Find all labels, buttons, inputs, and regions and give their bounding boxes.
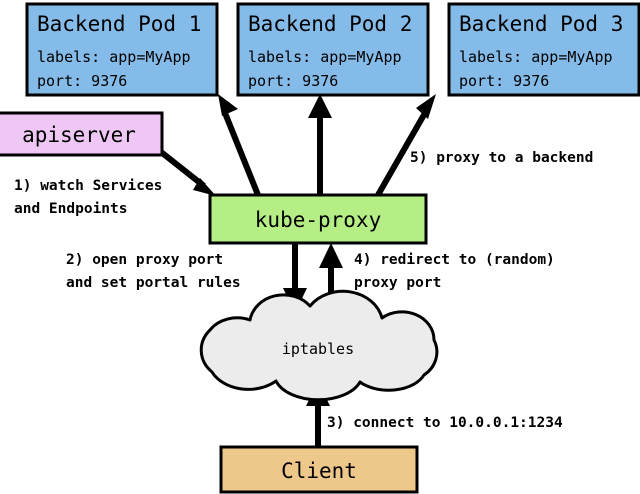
- arrow-apiserver-to-kubeproxy: [159, 149, 216, 196]
- pod-2-port: port: 9376: [248, 72, 338, 90]
- kube-proxy-box: [208, 193, 428, 245]
- pod-1-labels: labels: app=MyApp: [37, 48, 191, 66]
- pod-3-box: [447, 2, 640, 97]
- apiserver-box: [0, 111, 164, 157]
- step-1-line-1: 1) watch Services: [14, 178, 162, 194]
- pod-3-port: port: 9376: [459, 72, 549, 90]
- backend-pod-1: Backend Pod 1 labels: app=MyApp port: 93…: [25, 2, 219, 97]
- pod-2-labels: labels: app=MyApp: [248, 48, 402, 66]
- apiserver-node: apiserver: [0, 111, 164, 157]
- pod-1-port: port: 9376: [37, 72, 127, 90]
- pod-3-title: Backend Pod 3: [459, 12, 623, 36]
- iptables-label: iptables: [282, 340, 354, 358]
- step-3-label: 3) connect to 10.0.0.1:1234: [327, 415, 563, 431]
- apiserver-label: apiserver: [22, 123, 136, 147]
- arrow-kubeproxy-to-pod1: [218, 94, 261, 197]
- step-4-line-1: 4) redirect to (random): [354, 252, 555, 268]
- pod-3-labels: labels: app=MyApp: [459, 48, 613, 66]
- client-node: Client: [219, 445, 419, 494]
- step-1-line-2: and Endpoints: [14, 201, 128, 217]
- kube-proxy-label: kube-proxy: [255, 208, 381, 232]
- client-box: [219, 445, 419, 494]
- step-2-line-1: 2) open proxy port: [66, 252, 223, 268]
- pod-2-box: [236, 2, 430, 97]
- step-2-line-2: and set portal rules: [66, 275, 241, 291]
- step-4-line-2: proxy port: [354, 275, 441, 291]
- client-label: Client: [281, 459, 357, 483]
- step-3-line-1: 3) connect to 10.0.0.1:1234: [327, 415, 563, 431]
- backend-pod-2: Backend Pod 2 labels: app=MyApp port: 93…: [236, 2, 430, 97]
- step-1-label: 1) watch Services and Endpoints: [14, 178, 162, 217]
- step-5-line-1: 5) proxy to a backend: [410, 150, 593, 166]
- pod-1-box: [25, 2, 219, 97]
- kube-proxy-node: kube-proxy: [208, 193, 428, 245]
- step-2-label: 2) open proxy port and set portal rules: [66, 252, 241, 291]
- backend-pod-3: Backend Pod 3 labels: app=MyApp port: 93…: [447, 2, 640, 97]
- iptables-cloud: iptables: [199, 289, 439, 402]
- pod-2-title: Backend Pod 2: [248, 12, 412, 36]
- step-5-label: 5) proxy to a backend: [410, 150, 593, 166]
- arrow-kubeproxy-to-pod2: [308, 94, 332, 195]
- arrow-kubeproxy-to-pod3: [375, 94, 436, 197]
- pod-1-title: Backend Pod 1: [37, 12, 201, 36]
- step-4-label: 4) redirect to (random) proxy port: [354, 252, 555, 291]
